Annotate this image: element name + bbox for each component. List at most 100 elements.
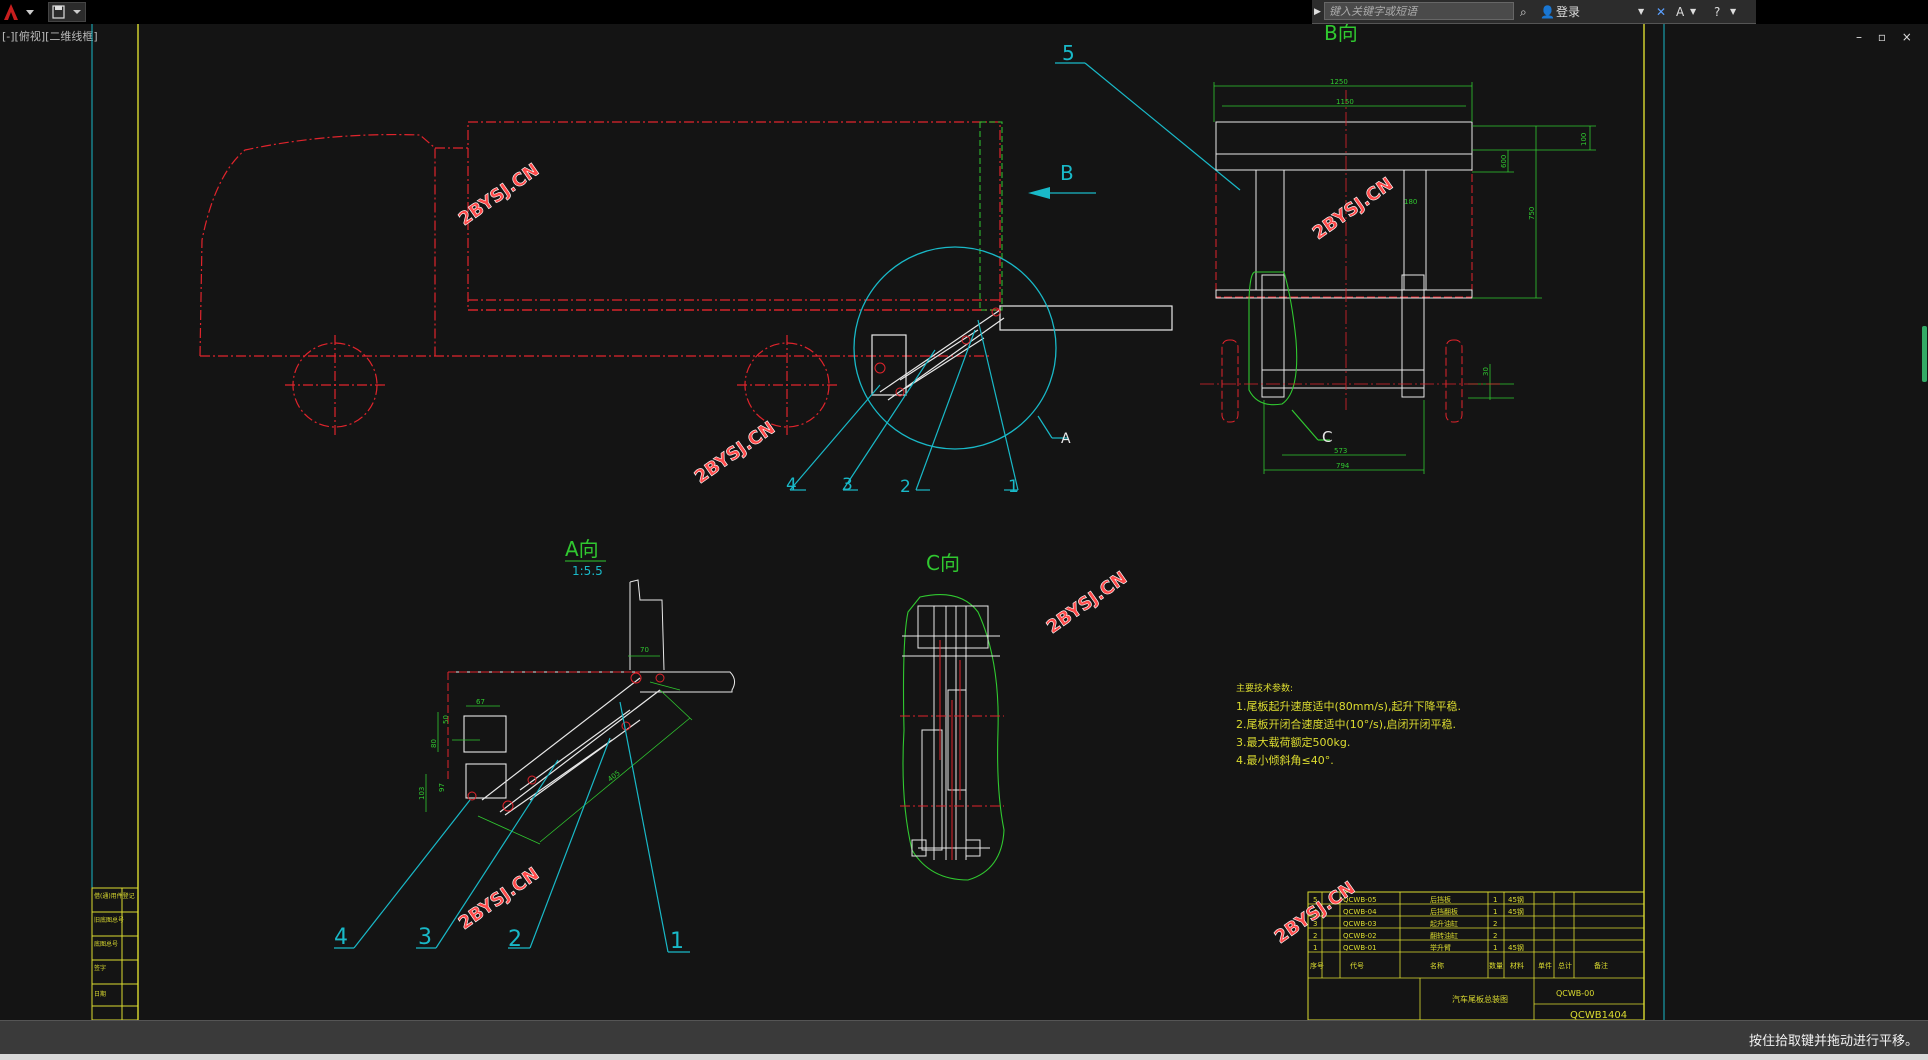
quick-access-menu-button[interactable] [48, 2, 86, 22]
title-block: 5 QCWB-05 后挡板 1 45钢 4 QCWB-04 后挡翻板 1 45钢… [1307, 891, 1645, 1020]
bottom-code: QCWB1404 [1570, 1010, 1627, 1020]
part-no: 5 [1313, 896, 1317, 904]
part-name: 后挡板 [1430, 895, 1451, 904]
viewport-controls[interactable]: [-][俯视][二维线框] [2, 30, 98, 43]
drawing-title: 汽车尾板总装图 [1452, 994, 1508, 1004]
part-qty: 1 [1493, 944, 1497, 952]
autocad-logo-icon[interactable] [2, 2, 38, 22]
a-callout-leaders [334, 701, 690, 953]
a-callout-1: 1 [670, 929, 684, 954]
part-qty: 1 [1493, 908, 1497, 916]
c-arrow-label: C [1322, 428, 1332, 446]
triangle-right-icon[interactable]: ▶ [1314, 7, 1321, 17]
dim-text: 30 [1482, 367, 1490, 376]
note-line: 2.尾板开闭合速度适中(10°/s),启闭开闭平稳. [1236, 717, 1456, 731]
top-callout-leaders [789, 62, 1241, 491]
header-cell: 材料 [1510, 961, 1524, 970]
user-icon[interactable]: 👤 [1540, 5, 1555, 19]
dim-text: 180 [1404, 198, 1417, 206]
drawing-canvas[interactable]: 借(通)用件登记 旧底图总号 底图总号 签字 日期 [0, 24, 1928, 1020]
dim-text: 573 [1334, 447, 1347, 455]
callout-5: 5 [1062, 41, 1075, 65]
window-controls[interactable]: – ▫ × [1856, 30, 1918, 44]
dim-text: 1250 [1330, 78, 1348, 86]
dim-text: 794 [1336, 462, 1350, 470]
part-code: QCWB-01 [1343, 944, 1377, 952]
left-strip-cell: 旧底图总号 [94, 916, 124, 924]
part-mat: 45钢 [1508, 907, 1524, 916]
command-status-bar: 按住拾取键并拖动进行平移。 [0, 1020, 1928, 1054]
dim-text: 70 [640, 646, 649, 654]
part-qty: 2 [1493, 932, 1497, 940]
b-arrow-label: B [1060, 161, 1074, 185]
truck-tailgate [979, 121, 1003, 311]
a-view-title: A向 [565, 537, 599, 561]
dim-text: 103 [418, 787, 426, 800]
part-no: 3 [1313, 920, 1317, 928]
left-strip-cell: 日期 [94, 990, 106, 998]
a-callout-4: 4 [334, 925, 348, 950]
left-strip-cell: 签字 [94, 964, 106, 972]
header-cell: 单件 [1538, 961, 1552, 970]
dim-text: 67 [476, 698, 485, 706]
bottom-strip [0, 1054, 1928, 1060]
a-view-drawing: 70 67 50 80 97 103 405 [418, 579, 736, 845]
navigation-bar-handle[interactable] [1922, 326, 1927, 382]
chevron-down-icon[interactable]: ▼ [1638, 7, 1645, 16]
b-view-title: B向 [1324, 24, 1358, 45]
dim-text: 50 [442, 715, 450, 724]
watermark: 2BYSJ.CN [1309, 174, 1397, 245]
note-line: 4.最小倾斜角≤40°. [1236, 754, 1334, 767]
header-cell: 数量 [1489, 961, 1503, 970]
c-callout-leader [1291, 409, 1330, 441]
question-icon[interactable]: ? [1714, 5, 1721, 19]
part-name: 后挡翻板 [1430, 907, 1458, 916]
technical-notes: 主要技术参数: 1.尾板起升速度适中(80mm/s),起升下降平稳. 2.尾板开… [1236, 682, 1461, 767]
header-cell: 代号 [1350, 961, 1364, 970]
chevron-down-icon[interactable]: ▼ [1690, 7, 1697, 16]
note-line: 1.尾板起升速度适中(80mm/s),起升下降平稳. [1236, 699, 1461, 713]
dim-text: 97 [438, 783, 446, 792]
detail-circle-a [853, 246, 1057, 450]
top-callout-3: 3 [842, 475, 853, 495]
part-no: 4 [1313, 908, 1318, 916]
note-line: 3.最大载荷额定500kg. [1236, 735, 1350, 749]
lift-platform [999, 305, 1173, 331]
exchange-x-icon[interactable]: ✕ [1656, 5, 1667, 19]
drawing-frame [91, 24, 1665, 1020]
search-bar: ▶ ⌕ 👤 登录 ▼ ✕ A ▼ ? ▼ [1312, 0, 1756, 24]
truck-side-view [199, 121, 1001, 435]
part-no: 1 [1313, 944, 1317, 952]
a-view-scale: 1:5.5 [572, 564, 603, 578]
left-strip-cell: 借(通)用件登记 [94, 892, 135, 900]
autodesk-a-icon[interactable]: A [1676, 5, 1685, 19]
status-text: 按住拾取键并拖动进行平移。 [1748, 1034, 1918, 1049]
search-input[interactable] [1324, 2, 1514, 20]
binoculars-icon[interactable]: ⌕ [1520, 5, 1527, 19]
top-callout-2: 2 [900, 477, 911, 497]
dim-text: 80 [430, 739, 438, 748]
title-bar: ▶ ⌕ 👤 登录 ▼ ✕ A ▼ ? ▼ [0, 0, 1928, 24]
a-arrow-label: A [1061, 431, 1071, 447]
c-view-title: C向 [926, 551, 960, 575]
dim-text: 600 [1500, 155, 1508, 168]
c-view-drawing [900, 594, 1005, 881]
part-name: 翻转油缸 [1430, 931, 1458, 940]
top-callout-1: 1 [1008, 477, 1019, 497]
login-button[interactable]: 登录 [1556, 5, 1581, 19]
watermark: 2BYSJ.CN [1043, 568, 1131, 639]
part-code: QCWB-03 [1343, 920, 1377, 928]
header-cell: 序号 [1310, 961, 1324, 970]
part-code: QCWB-05 [1343, 896, 1377, 904]
part-mat: 45钢 [1508, 943, 1524, 952]
part-code: QCWB-02 [1343, 932, 1377, 940]
dim-text: 1150 [1336, 98, 1354, 106]
save-icon [52, 5, 81, 19]
part-qty: 1 [1493, 896, 1497, 904]
dim-text: 100 [1580, 133, 1588, 146]
drawing-number: QCWB-00 [1556, 989, 1594, 998]
part-qty: 2 [1493, 920, 1497, 928]
header-cell: 备注 [1594, 961, 1608, 970]
dim-text: 405 [606, 769, 621, 784]
chevron-down-icon[interactable]: ▼ [1730, 7, 1737, 16]
